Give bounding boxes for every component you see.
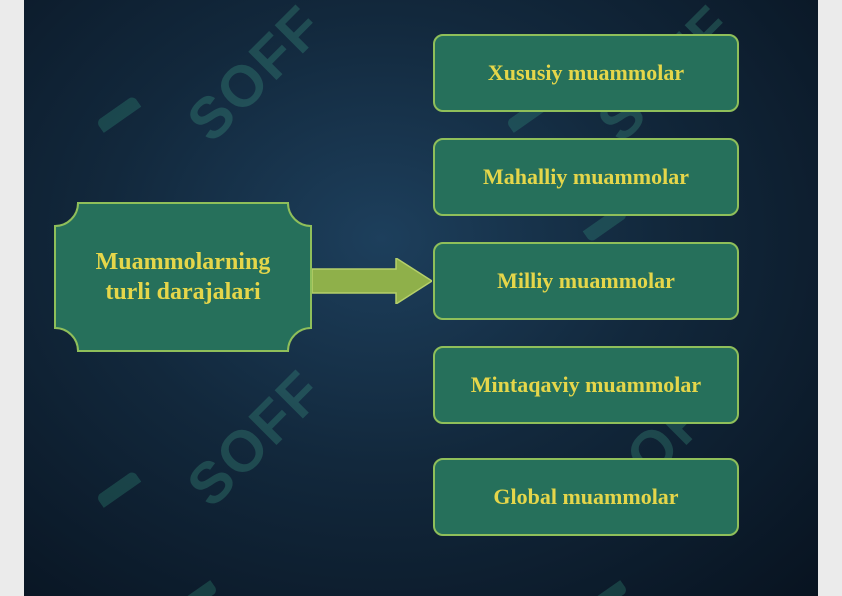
source-line-1: Muammolarning <box>95 249 271 275</box>
watermark-text: SOFF <box>174 358 336 519</box>
target-label: Milliy muammolar <box>497 268 675 293</box>
right-arrow-icon <box>312 258 432 304</box>
watermark-text: SOFF <box>174 0 336 154</box>
target-label: Mahalliy muammolar <box>483 164 689 189</box>
target-node-mahalliy: Mahalliy muammolar <box>433 138 739 216</box>
target-node-mintaqaviy: Mintaqaviy muammolar <box>433 346 739 424</box>
target-node-milliy: Milliy muammolar <box>433 242 739 320</box>
source-node: Muammolarning turli darajalari <box>54 202 312 352</box>
target-node-xususiy: Xususiy muammolar <box>433 34 739 112</box>
target-label: Global muammolar <box>493 484 679 509</box>
target-label: Mintaqaviy muammolar <box>470 372 702 397</box>
source-line-2: turli darajalari <box>105 279 261 305</box>
source-node-shape <box>54 202 312 352</box>
target-node-global: Global muammolar <box>433 458 739 536</box>
target-label: Xususiy muammolar <box>487 60 685 85</box>
slide-canvas: SOFF SOFF SOFF SOFF Muammolarning turli … <box>24 0 818 596</box>
